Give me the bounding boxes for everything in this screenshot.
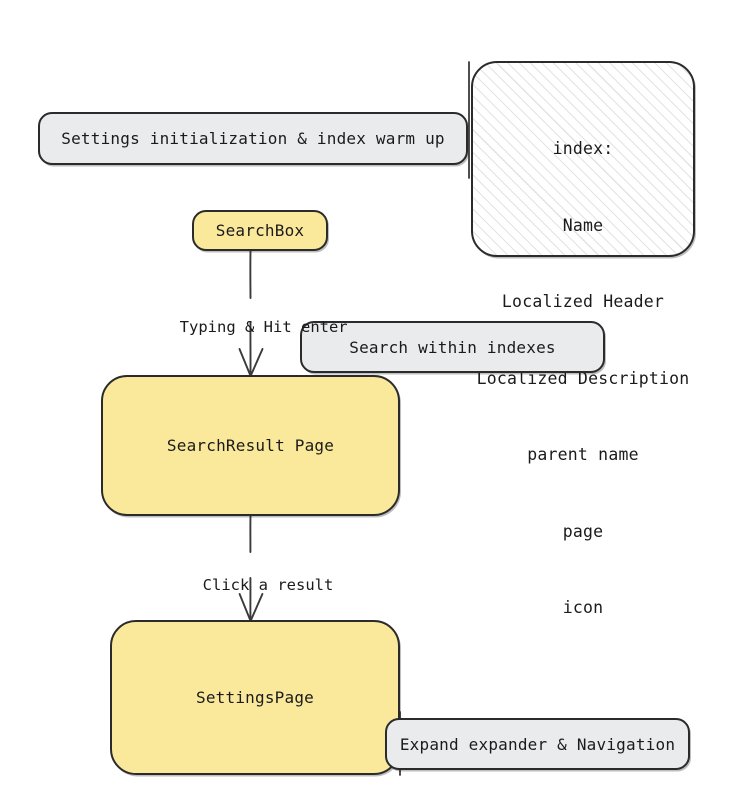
edge-click-a-result <box>238 515 264 622</box>
note-expand-expander-navigation: Expand expander & Navigation <box>385 718 690 770</box>
node-settingspage-label: SettingsPage <box>196 688 314 707</box>
index-schema-box: index: Name Localized Header Localized D… <box>471 61 695 617</box>
note-settings-initialization: Settings initialization & index warm up <box>38 112 468 165</box>
node-settingspage[interactable]: SettingsPage <box>110 620 400 775</box>
node-searchresult-page[interactable]: SearchResult Page <box>101 375 400 516</box>
index-line-2: Localized Header <box>501 292 665 311</box>
node-searchresult-page-label: SearchResult Page <box>166 436 335 455</box>
edge-typing-hit-enter <box>238 250 264 377</box>
edge-label-click-a-result: Click a result <box>202 576 334 594</box>
note-settings-initialization-label: Settings initialization & index warm up <box>61 129 445 148</box>
index-line-5: page <box>562 521 604 541</box>
index-line-0: index: <box>552 139 614 158</box>
index-line-4: parent name <box>527 445 639 464</box>
index-line-3: Localized Description <box>476 368 690 388</box>
edge-label-typing-hit-enter: Typing & Hit enter <box>179 318 348 336</box>
index-line-1: Name <box>562 215 604 235</box>
node-searchbox[interactable]: SearchBox <box>192 210 328 251</box>
note-expand-expander-navigation-label: Expand expander & Navigation <box>399 734 676 754</box>
index-line-6: icon <box>562 598 604 617</box>
note-search-within-indexes-label: Search within indexes <box>349 337 556 357</box>
note-search-within-indexes: Search within indexes <box>300 321 605 373</box>
node-searchbox-label: SearchBox <box>215 221 305 240</box>
